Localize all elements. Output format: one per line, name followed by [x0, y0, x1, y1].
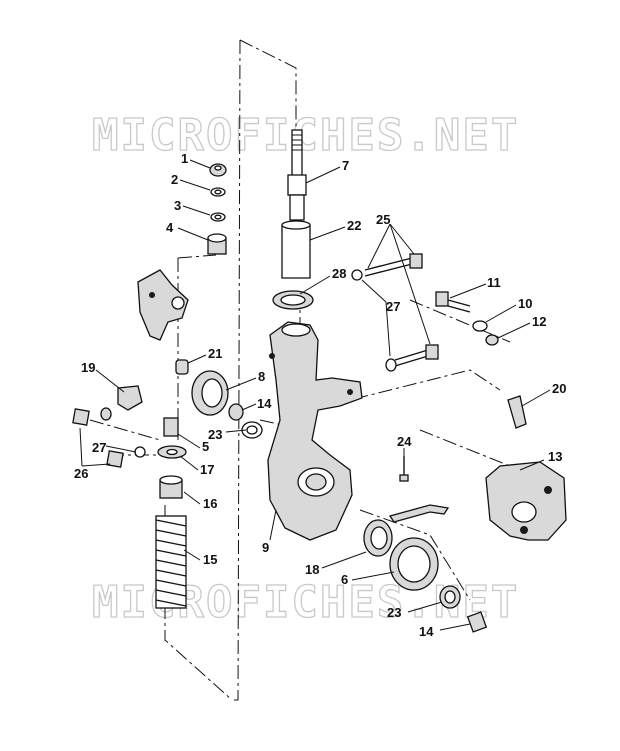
callout-17: 17 — [200, 462, 214, 477]
callout-10: 10 — [518, 296, 532, 311]
callout-16: 16 — [203, 496, 217, 511]
callout-24: 24 — [397, 434, 412, 449]
callout-5: 5 — [202, 439, 209, 454]
callout-4: 4 — [166, 220, 174, 235]
leader-lines — [79, 159, 551, 631]
callout-2: 2 — [171, 172, 178, 187]
callout-13: 13 — [548, 449, 562, 464]
callout-26: 26 — [74, 466, 88, 481]
upper-tube — [281, 220, 311, 279]
bearing — [191, 370, 229, 416]
callout-18: 18 — [305, 562, 319, 577]
callout-23-upper: 23 — [208, 427, 222, 442]
center-nut — [163, 417, 179, 437]
outer-ring — [389, 537, 439, 591]
callout-12: 12 — [532, 314, 546, 329]
callout-1: 1 — [181, 151, 188, 166]
lower-seal — [363, 519, 393, 557]
housing-plate — [485, 461, 567, 541]
callout-21: 21 — [208, 346, 222, 361]
left-nuts — [72, 407, 146, 468]
bolt-11-assembly — [435, 291, 499, 346]
callout-14-lower: 14 — [419, 624, 434, 639]
callout-9: 9 — [262, 540, 269, 555]
stud — [175, 359, 189, 375]
callout-25: 25 — [376, 212, 390, 227]
coil-spring — [155, 515, 187, 609]
callout-19: 19 — [81, 360, 95, 375]
spring-bushing — [159, 475, 183, 499]
callout-28: 28 — [332, 266, 346, 281]
callout-23-lower: 23 — [387, 605, 401, 620]
strap — [388, 504, 450, 523]
callout-7: 7 — [342, 158, 349, 173]
callout-22: 22 — [347, 218, 361, 233]
small-nut-and-washer-upper — [228, 403, 263, 439]
lower-nut — [466, 611, 488, 633]
spindle-shaft — [287, 129, 307, 221]
steering-knuckle — [267, 321, 363, 541]
callout-11: 11 — [487, 275, 501, 290]
callout-8: 8 — [258, 369, 265, 384]
callout-27-lower: 27 — [92, 440, 106, 455]
callout-labels: 1 2 3 4 7 22 25 28 27 11 10 12 21 19 8 1… — [74, 151, 566, 639]
mounting-bracket — [137, 269, 189, 341]
seal-ring — [272, 290, 314, 310]
callout-14-upper: 14 — [257, 396, 272, 411]
flat-washer — [157, 445, 187, 459]
callout-20: 20 — [552, 381, 566, 396]
pin — [399, 456, 409, 482]
bolt-25-lower — [385, 344, 439, 372]
wedge-block — [507, 395, 527, 429]
callout-27-upper: 27 — [386, 299, 400, 314]
watermark-top: MICROFICHES.NET — [92, 110, 519, 161]
lower-washer — [439, 585, 461, 609]
bolt-25-upper — [351, 253, 423, 281]
callout-15: 15 — [203, 552, 217, 567]
top-hardware-stack — [207, 163, 227, 255]
callout-3: 3 — [174, 198, 181, 213]
callout-6: 6 — [341, 572, 348, 587]
